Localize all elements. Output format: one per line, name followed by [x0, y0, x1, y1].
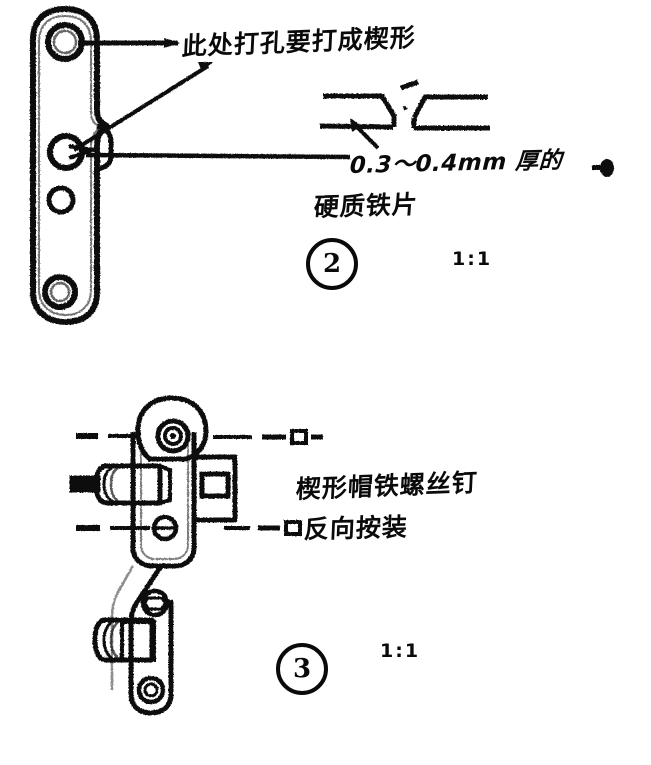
lever-assembly-part — [69, 395, 238, 716]
step-number-2: 2 — [306, 238, 358, 290]
scale-mark-figure-2: 1:1 — [452, 248, 493, 270]
dimension-end-blob — [592, 159, 614, 177]
step-number-3: 3 — [276, 643, 328, 695]
screw-note-line1-label: 楔形帽铁螺丝钉 — [295, 467, 479, 505]
wedge-cross-section-detail — [319, 79, 490, 131]
material-thickness-label: 0.3～0.4mm 厚的 — [349, 147, 563, 180]
material-type-label: 硬质铁片 — [312, 189, 419, 223]
leader-lines-figure-2 — [72, 38, 380, 160]
screw-note-line2-label: 反向按装 — [303, 512, 409, 545]
scale-mark-figure-3: 1:1 — [380, 640, 421, 662]
link-plate-part — [30, 6, 114, 325]
centerlines-figure-3 — [76, 429, 323, 536]
